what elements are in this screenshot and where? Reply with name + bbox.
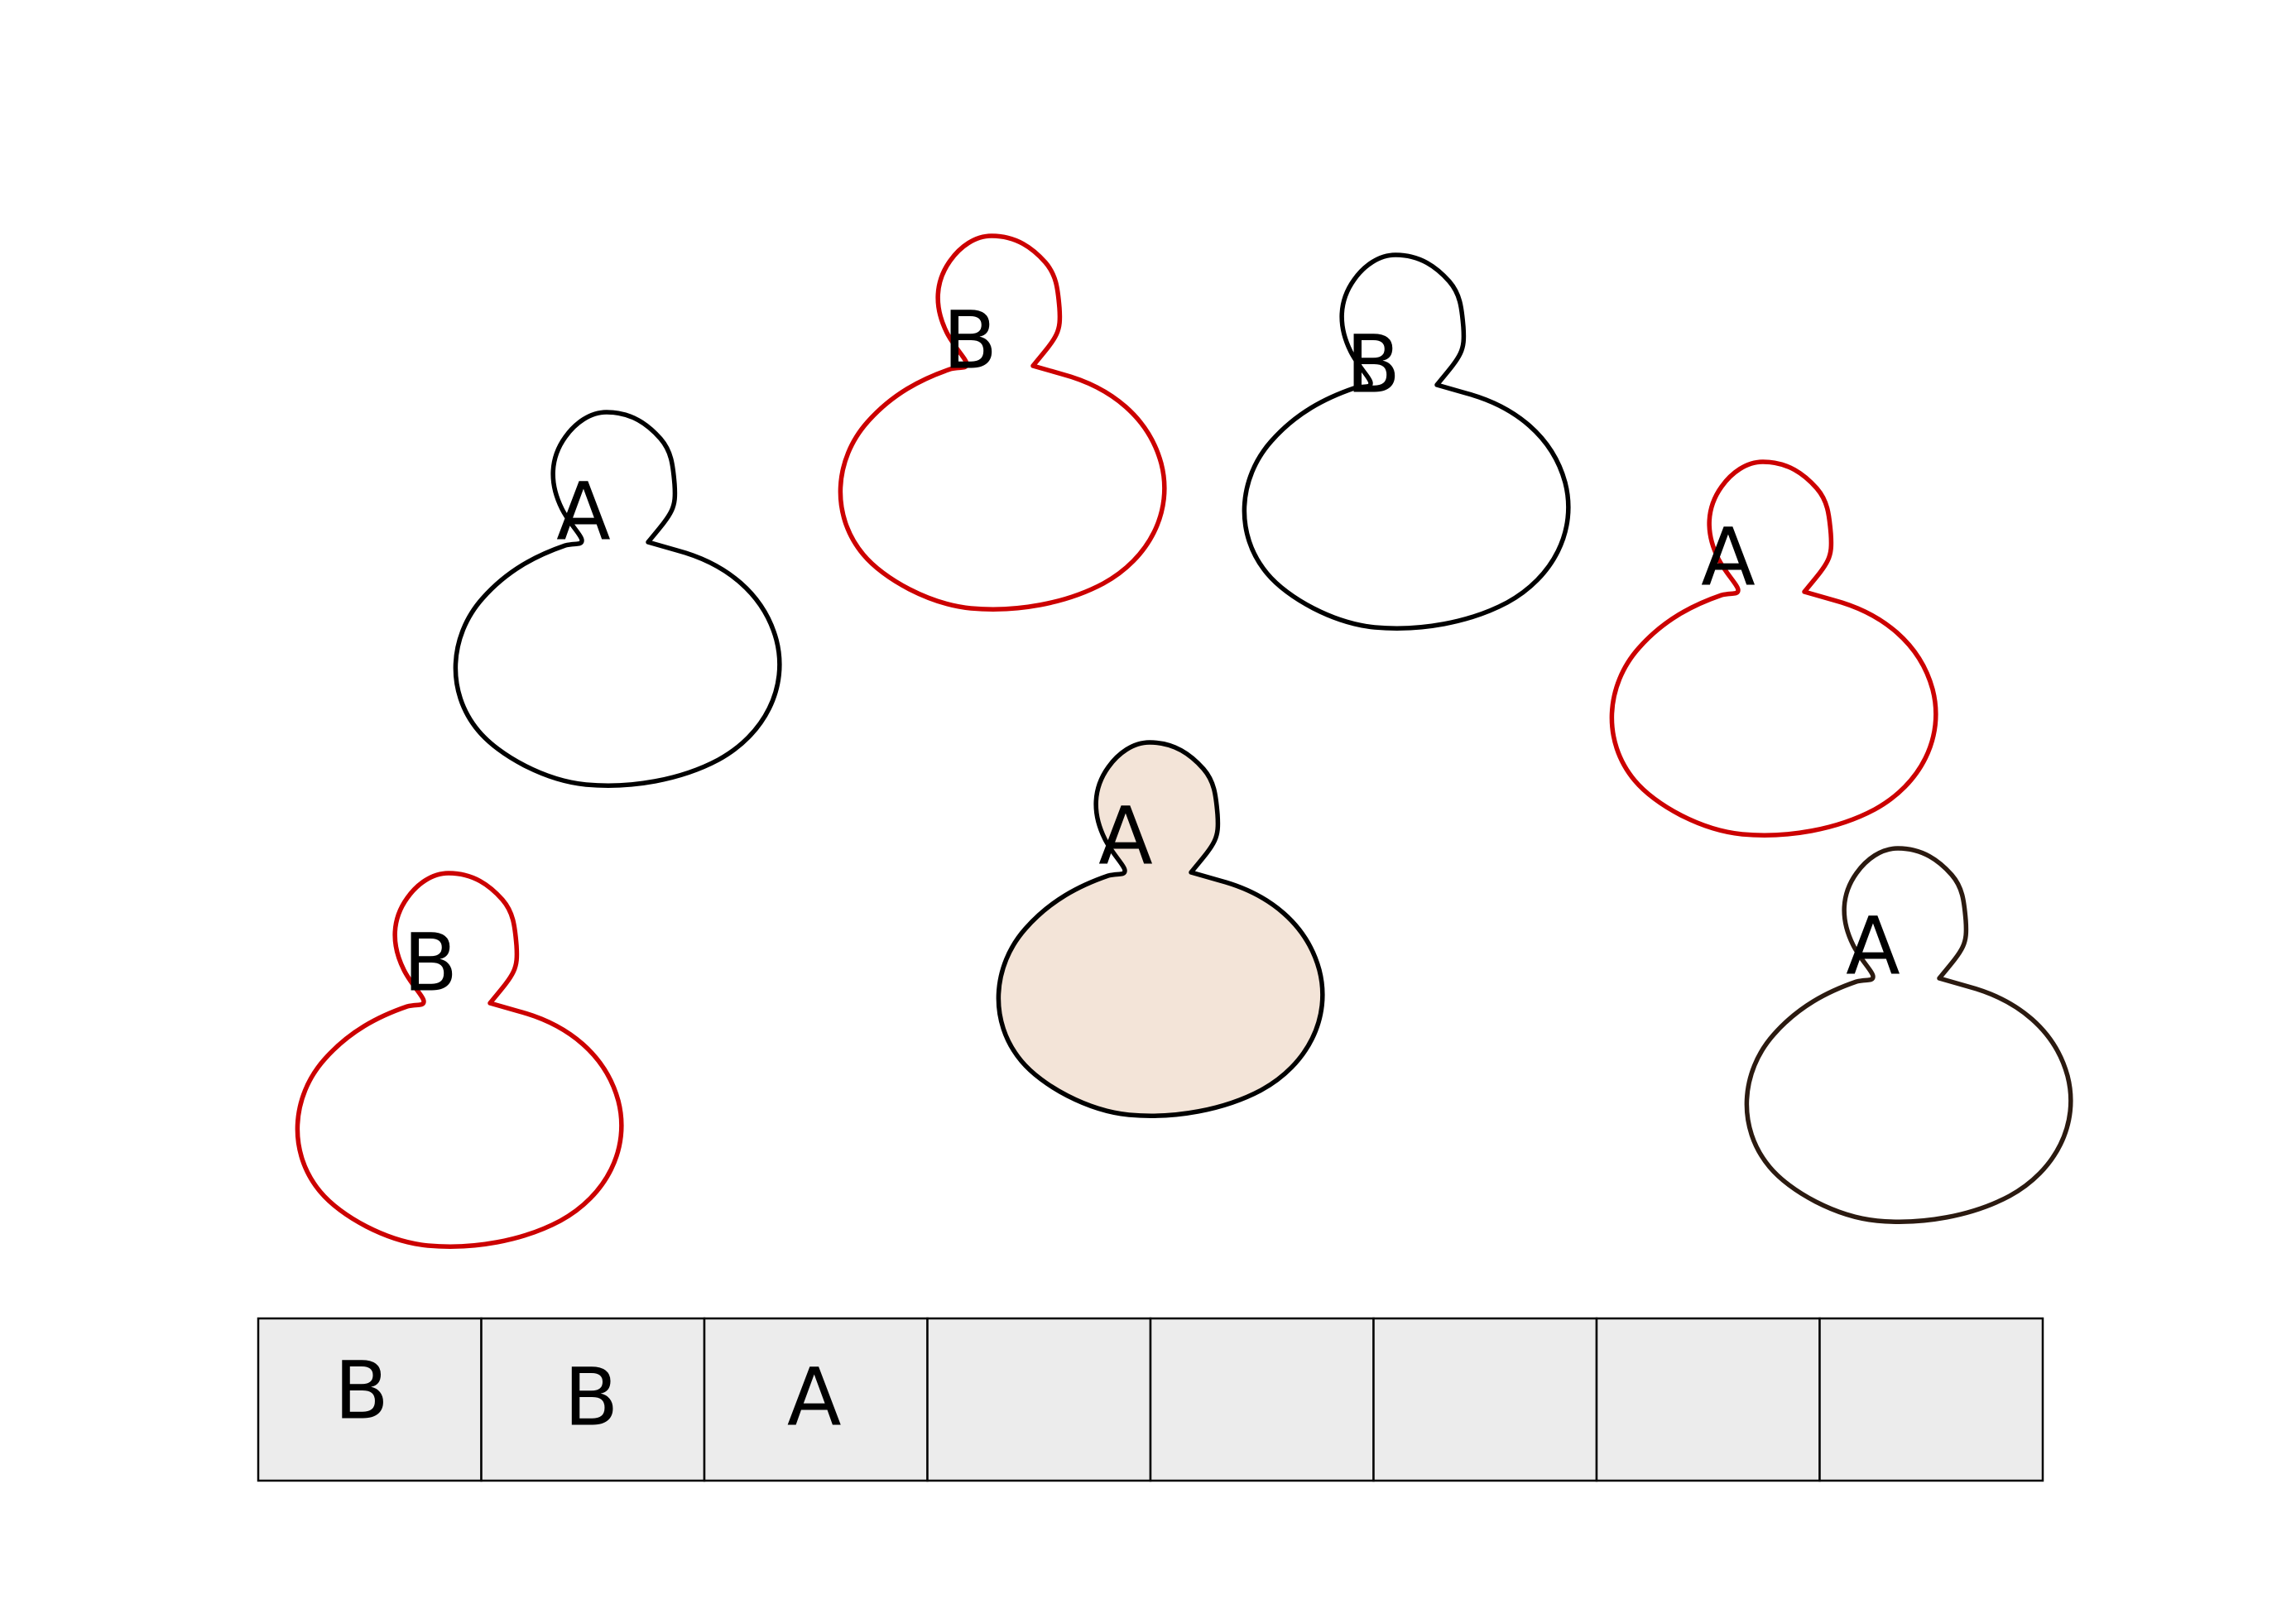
slot-box	[1818, 1317, 2044, 1482]
slot-label: B	[334, 1344, 389, 1437]
pawn-outline	[1744, 846, 2073, 1224]
pawn-label: B	[1346, 318, 1400, 411]
pawn-label: B	[943, 294, 997, 387]
slot-box	[257, 1317, 483, 1482]
slot-label: A	[787, 1351, 842, 1443]
pawn-piece-a[interactable]: A	[1744, 846, 2073, 1224]
pawn-label: B	[403, 916, 458, 1009]
pawn-piece-a[interactable]: A	[1609, 459, 1938, 838]
pawns-layer: A B B A A B A	[295, 233, 2073, 1249]
slot-box	[1372, 1317, 1598, 1482]
pawn-piece-a[interactable]: A	[996, 740, 1325, 1118]
pawn-label: A	[556, 465, 611, 558]
pawn-piece-b[interactable]: B	[295, 871, 624, 1249]
slot-box	[1595, 1317, 1821, 1482]
answer-slot-5[interactable]	[1149, 1317, 1375, 1482]
answer-slot-1[interactable]: B	[257, 1317, 483, 1482]
answer-slot-4[interactable]	[926, 1317, 1152, 1482]
slot-box	[1149, 1317, 1375, 1482]
slot-label: B	[564, 1351, 618, 1443]
answer-slot-3[interactable]: A	[703, 1317, 929, 1482]
pawn-label: A	[1098, 790, 1153, 882]
slot-box	[480, 1317, 706, 1482]
slot-box	[926, 1317, 1152, 1482]
answer-slot-8[interactable]	[1818, 1317, 2044, 1482]
pawn-outline	[838, 233, 1167, 612]
pawn-outline	[453, 410, 782, 788]
pawn-label: A	[1701, 511, 1756, 603]
answer-slot-2[interactable]: B	[480, 1317, 706, 1482]
pawn-piece-b[interactable]: B	[1242, 252, 1571, 631]
slot-box	[703, 1317, 929, 1482]
answer-slot-7[interactable]	[1595, 1317, 1821, 1482]
pawn-outline	[1609, 459, 1938, 838]
pawn-outline	[1242, 252, 1571, 631]
pawn-piece-a[interactable]: A	[453, 410, 782, 788]
answer-slot-6[interactable]	[1372, 1317, 1598, 1482]
pawn-label: A	[1846, 900, 1900, 992]
pawn-outline	[996, 740, 1325, 1118]
pawn-piece-b[interactable]: B	[838, 233, 1167, 612]
pawn-outline	[295, 871, 624, 1249]
